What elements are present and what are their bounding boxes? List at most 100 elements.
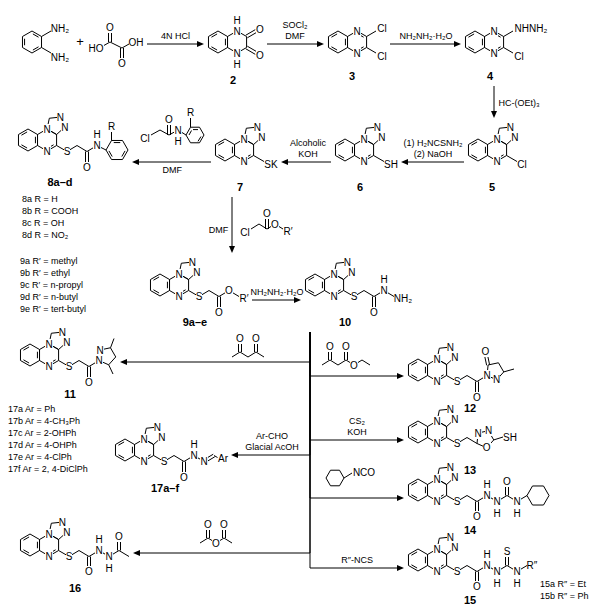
atom-label: N <box>493 374 500 385</box>
bond <box>42 31 51 37</box>
atom-label: O <box>106 22 114 33</box>
bonds <box>408 537 527 582</box>
arrowhead <box>120 359 127 365</box>
atom-label: N <box>59 517 66 528</box>
atom-label: HO <box>89 43 104 54</box>
bond <box>328 350 329 360</box>
substituent-list: 8b R = COOH <box>22 207 78 217</box>
ring <box>305 274 324 296</box>
arrow-line <box>140 332 310 553</box>
bond <box>447 376 487 382</box>
atom-label: N <box>513 566 520 577</box>
arrowhead <box>397 373 404 379</box>
atom-label: N <box>43 146 50 157</box>
atom-label: S <box>454 438 461 449</box>
atom-label: N <box>233 26 240 37</box>
atom-label: N <box>483 560 490 571</box>
atom-label: H <box>190 439 197 450</box>
atom-label: N <box>59 327 66 338</box>
bond <box>111 339 115 348</box>
bond <box>153 277 159 280</box>
atom-label: O <box>350 360 358 371</box>
reagent-label: Ar-CHO Glacial AcOH <box>243 431 301 452</box>
reaction-arrow <box>310 332 404 571</box>
compound-structure: NNNNSH6 <box>331 118 401 197</box>
bond <box>238 342 239 352</box>
bond <box>508 555 509 566</box>
atom-label: O <box>180 472 188 483</box>
atom-label: H <box>95 534 102 545</box>
atom-label: Cl <box>514 51 523 62</box>
atom-label: N <box>493 156 500 167</box>
atom-label: N <box>507 122 514 133</box>
compound-structure: NNNNSONHNH₂10 <box>301 253 416 332</box>
bonds <box>115 427 217 473</box>
atom-label: N <box>474 428 481 439</box>
bond <box>33 34 39 37</box>
atom-label: O <box>215 307 223 318</box>
atom-label: R″ <box>527 560 538 571</box>
compound-number: 17a–f <box>151 482 179 494</box>
atom-label: N <box>330 269 337 280</box>
bond <box>411 565 417 568</box>
atom-label: O <box>473 511 481 522</box>
atom-label: N <box>433 566 440 577</box>
bond <box>122 151 125 157</box>
bond <box>59 361 99 367</box>
atom-label: N <box>447 532 454 543</box>
bond <box>331 350 332 360</box>
ring <box>215 139 234 161</box>
arrow-line <box>390 44 454 45</box>
bond <box>153 290 159 293</box>
atom-label: N <box>490 48 497 59</box>
atom-label: N <box>447 462 454 473</box>
atom-label: N <box>348 267 355 278</box>
bond <box>232 147 233 154</box>
bond <box>170 123 171 135</box>
bond <box>507 156 517 162</box>
reaction-arrow <box>310 332 404 379</box>
bond <box>447 438 477 444</box>
atom-label: N <box>344 257 351 268</box>
bond <box>42 48 51 54</box>
atom-label: N <box>200 456 207 467</box>
bond <box>374 156 384 162</box>
reagent-label: R″-NCS <box>341 555 373 565</box>
atom-label: S <box>454 496 461 507</box>
compound-structure: HOOOOH <box>85 18 147 72</box>
bonds <box>408 347 514 393</box>
atom-label: S <box>66 551 73 562</box>
bond <box>222 528 223 538</box>
ring <box>328 31 347 53</box>
bond <box>211 34 217 37</box>
bonds <box>103 31 129 59</box>
atom-label: N <box>485 425 492 436</box>
substituent-list: 17f Ar = 2, 4-DiClPh <box>8 465 88 475</box>
compound-number: 9a–e <box>183 316 207 328</box>
arrow-line <box>147 44 197 45</box>
atom-label: O <box>482 346 490 357</box>
atom-label: N <box>189 257 196 268</box>
bonds <box>20 332 115 378</box>
compound-structure: NNNNSOOR′9a–e <box>146 253 252 332</box>
ring <box>408 549 427 571</box>
arrow-line <box>232 197 233 246</box>
bond <box>257 342 258 352</box>
bond <box>411 495 417 498</box>
atom-label: Cl <box>377 23 386 34</box>
substituent-list: 17d Ar = 4-OHPh <box>8 441 77 451</box>
atom-label: NH₂ <box>51 52 69 63</box>
atom-label: O <box>473 392 481 403</box>
reaction-arrow <box>281 159 331 165</box>
bond <box>23 347 29 350</box>
ring <box>408 421 427 443</box>
substituent-list: 17e Ar = 4-ClPh <box>8 453 72 463</box>
ring <box>106 140 128 159</box>
reagent-label: NH₂NH₂·H₂O <box>251 287 304 297</box>
reagent-label: NH₂NH₂·H₂O <box>400 31 453 41</box>
atom-label: O <box>256 50 264 61</box>
atom-label: N <box>193 267 200 278</box>
bond <box>308 277 314 280</box>
atom-label: O <box>204 519 212 530</box>
